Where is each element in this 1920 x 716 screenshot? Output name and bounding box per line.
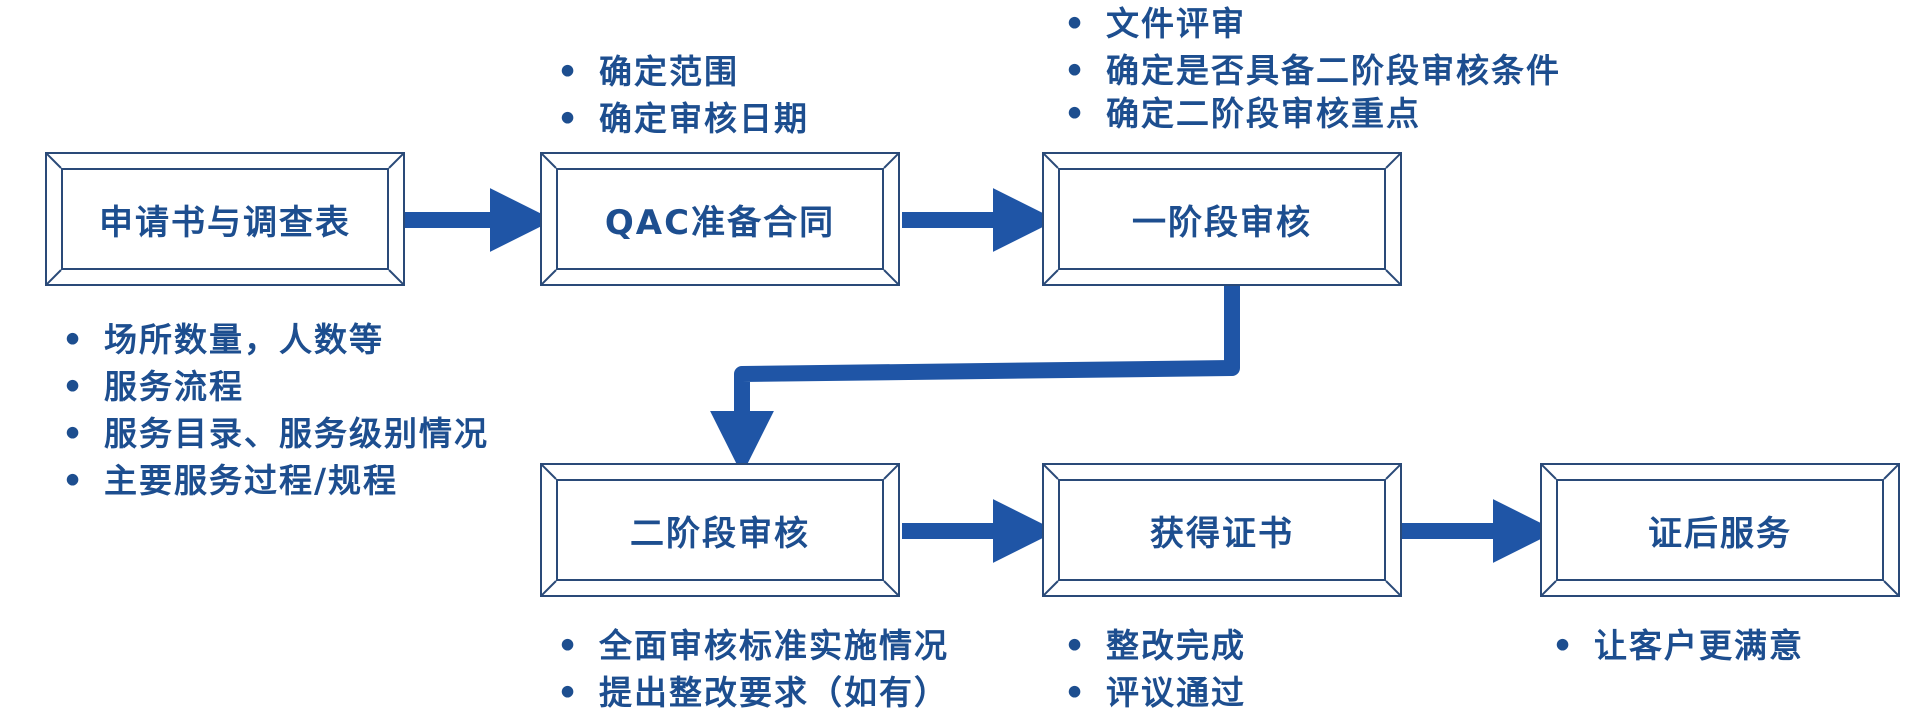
frame-bevel	[1044, 154, 1400, 284]
box-post-service-inner: 证后服务	[1556, 479, 1884, 581]
note-item: 整改完成	[1052, 622, 1246, 669]
notes-certificate: 整改完成 评议通过	[1052, 622, 1246, 716]
note-item: 服务流程	[50, 363, 489, 410]
frame-corner-line	[1883, 465, 1898, 480]
box-contract-inner: QAC准备合同	[556, 168, 884, 270]
note-item: 评议通过	[1052, 669, 1246, 716]
frame-corner-line	[1044, 465, 1059, 480]
frame-corner-line	[883, 465, 898, 480]
box-application-inner: 申请书与调查表	[61, 168, 389, 270]
frame-corner-line	[883, 580, 898, 595]
frame-corner-line	[47, 154, 62, 169]
note-item: 提出整改要求（如有）	[545, 669, 949, 716]
frame-corner-line	[542, 269, 557, 284]
note-item: 确定二阶段审核重点	[1052, 94, 1566, 134]
frame-corner-line	[388, 269, 403, 284]
frame-corner-line	[47, 269, 62, 284]
notes-post-service: 让客户更满意	[1540, 622, 1804, 669]
frame-corner-line	[1883, 580, 1898, 595]
note-item: 主要服务过程/规程	[50, 457, 489, 504]
note-item: 文件评审	[1052, 0, 1566, 47]
frame-bevel	[1542, 465, 1898, 595]
note-item: 确定范围	[545, 48, 809, 95]
frame-corner-line	[883, 269, 898, 284]
frame-bevel	[542, 465, 898, 595]
frame-corner-line	[883, 154, 898, 169]
frame-bevel	[1044, 465, 1400, 595]
box-contract-label: QAC准备合同	[604, 202, 836, 243]
frame-corner-line	[1385, 269, 1400, 284]
frame-corner-line	[388, 154, 403, 169]
box-stage2-inner: 二阶段审核	[556, 479, 884, 581]
box-stage2-label: 二阶段审核	[630, 513, 810, 554]
box-contract: QAC准备合同	[540, 152, 900, 286]
box-certificate: 获得证书	[1042, 463, 1402, 597]
box-post-service-label: 证后服务	[1648, 513, 1792, 554]
box-application: 申请书与调查表	[45, 152, 405, 286]
note-item: 全面审核标准实施情况	[545, 622, 949, 669]
notes-application: 场所数量，人数等 服务流程 服务目录、服务级别情况 主要服务过程/规程	[50, 316, 489, 504]
box-stage2: 二阶段审核	[540, 463, 900, 597]
frame-corner-line	[542, 465, 557, 480]
notes-stage1: 文件评审 确定是否具备二阶段审核条件 确定二阶段审核重点	[1052, 0, 1566, 134]
note-item: 让客户更满意	[1540, 622, 1804, 669]
box-certificate-inner: 获得证书	[1058, 479, 1386, 581]
box-application-label: 申请书与调查表	[99, 202, 351, 243]
frame-corner-line	[542, 580, 557, 595]
frame-corner-line	[1385, 580, 1400, 595]
frame-corner-line	[1044, 269, 1059, 284]
arrow-stage1-to-stage2	[710, 283, 1240, 475]
frame-corner-line	[1385, 154, 1400, 169]
frame-bevel	[542, 154, 898, 284]
notes-contract: 确定范围 确定审核日期	[545, 48, 809, 142]
note-item: 服务目录、服务级别情况	[50, 410, 489, 457]
frame-corner-line	[1385, 465, 1400, 480]
frame-corner-line	[1044, 580, 1059, 595]
frame-corner-line	[1542, 465, 1557, 480]
box-stage1-label: 一阶段审核	[1132, 202, 1312, 243]
frame-corner-line	[542, 154, 557, 169]
box-stage1: 一阶段审核	[1042, 152, 1402, 286]
note-item: 场所数量，人数等	[50, 316, 489, 363]
box-certificate-label: 获得证书	[1150, 513, 1294, 554]
frame-corner-line	[1044, 154, 1059, 169]
frame-bevel	[47, 154, 403, 284]
note-item: 确定是否具备二阶段审核条件	[1052, 47, 1566, 94]
box-post-service: 证后服务	[1540, 463, 1900, 597]
notes-stage2: 全面审核标准实施情况 提出整改要求（如有）	[545, 622, 949, 716]
frame-corner-line	[1542, 580, 1557, 595]
box-stage1-inner: 一阶段审核	[1058, 168, 1386, 270]
note-item: 确定审核日期	[545, 95, 809, 142]
